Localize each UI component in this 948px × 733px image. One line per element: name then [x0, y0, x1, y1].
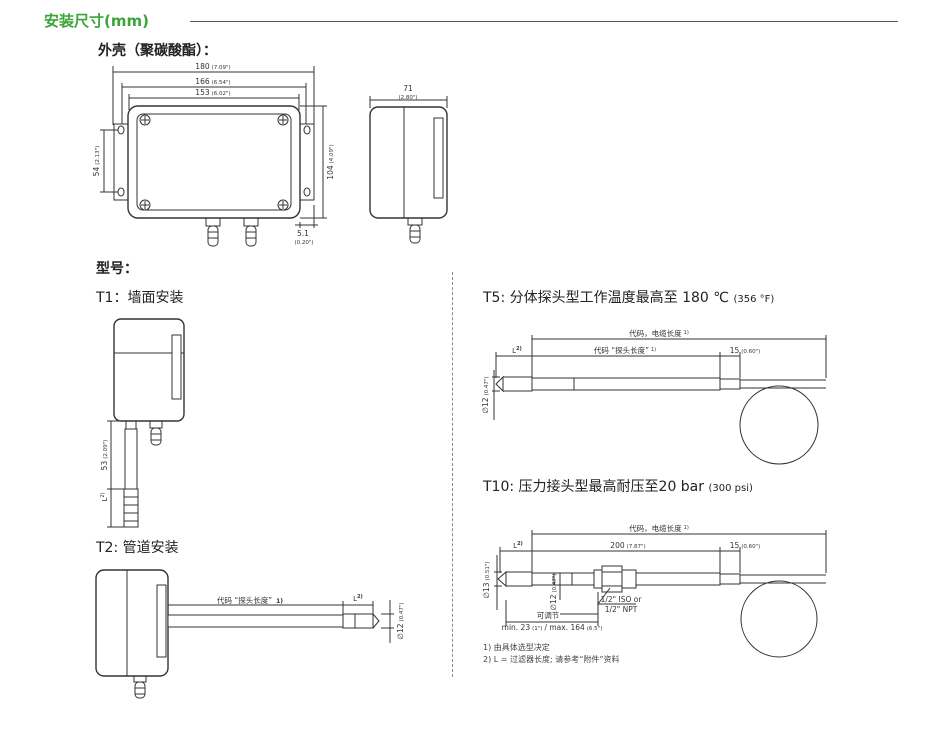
- t10-dia13-in: (0.51"): [485, 561, 491, 580]
- t2-probe-code: 代码 “探头长度”: [217, 595, 272, 605]
- dim-5-1-in: (0.20"): [294, 240, 313, 246]
- dim-54-in: (2.13"): [95, 146, 101, 165]
- dim-104: 104: [326, 165, 335, 180]
- svg-text:15(0.60"): 15(0.60"): [730, 541, 761, 550]
- t5-title: T5: 分体探头型工作温度最高至 180 ℃ (356 °F): [483, 287, 774, 307]
- dim-153: 153: [195, 88, 210, 97]
- section-title: 安装尺寸(mm): [44, 12, 149, 30]
- housing-heading: 外壳（聚碳酸酯）：: [98, 43, 217, 59]
- dim-71: 71: [403, 84, 413, 93]
- t10-title-text: T10: 压力接头型最高耐压至20 bar: [483, 479, 705, 495]
- t5-title-text: T5: 分体探头型工作温度最高至 180 ℃: [483, 290, 729, 306]
- t10-dim-15-in: (0.60"): [741, 544, 760, 550]
- svg-text:∅12(0.47"): ∅12 (0.47"): [549, 573, 558, 610]
- svg-text:53(2.09"): 53 (2.09"): [100, 440, 109, 471]
- svg-text:180(7.09"): 180(7.09"): [195, 62, 230, 71]
- t2-dia-in: (0.47"): [399, 602, 405, 621]
- dim-153-in: (6.02"): [212, 91, 231, 97]
- t10-min-in: (1"): [532, 626, 542, 632]
- t5-probe-code: 代码 “探头长度”: [594, 345, 649, 355]
- svg-text:166(6.54"): 166(6.54"): [195, 77, 230, 86]
- t1-l-label: L: [101, 498, 109, 502]
- t10-dim-15: 15: [730, 541, 740, 550]
- t10-dia12-in: (0.47"): [552, 573, 558, 592]
- t10-l-sup: 2): [517, 541, 523, 547]
- svg-text:L2): L2): [100, 492, 109, 501]
- svg-text:200(7.87"): 200(7.87"): [610, 541, 645, 550]
- models-heading: 型号：: [96, 261, 138, 277]
- dim-166: 166: [195, 77, 210, 86]
- svg-text:L2): L2): [513, 541, 523, 550]
- t10-max-in: (6.5"): [587, 626, 603, 632]
- footnote-2: 2) L = 过滤器长度; 请参考“附件”资料: [483, 655, 620, 664]
- dim-180-in: (7.09"): [212, 65, 231, 71]
- svg-text:104(4.09"): 104 (4.09"): [326, 144, 335, 179]
- t5-cable-code: 代码，电缆长度: [629, 328, 682, 338]
- dim-71-in: (2.80"): [398, 95, 417, 101]
- svg-text:L2): L2): [353, 594, 363, 603]
- t5-dim-15-in: (0.60"): [741, 349, 760, 355]
- t10-thread-1: 1/2" ISO or: [601, 595, 643, 604]
- t1-l-sup: 2): [100, 492, 106, 497]
- svg-text:54(2.13"): 54 (2.13"): [92, 146, 101, 177]
- svg-text:代码 “探头长度”1): 代码 “探头长度”1): [594, 345, 656, 355]
- t5-dim-15: 15: [730, 346, 740, 355]
- t2-dia: ∅12: [396, 623, 405, 639]
- svg-text:L2): L2): [512, 346, 522, 355]
- t5-cable-sup: 1): [684, 330, 689, 336]
- t10-title-small: (300 psi): [708, 483, 753, 494]
- t5-l-label: L: [512, 347, 516, 355]
- t10-dim-200-in: (7.87"): [627, 544, 646, 550]
- t2-probe-sup: 1): [276, 598, 283, 605]
- dim-104-in: (4.09"): [329, 144, 335, 163]
- t10-dia12: ∅12: [549, 594, 558, 610]
- svg-text:15(0.60"): 15(0.60"): [730, 346, 761, 355]
- svg-text:∅12(0.47"): ∅12 (0.47"): [481, 376, 490, 413]
- t5-l-sup: 2): [516, 346, 522, 352]
- dim-166-in: (6.54"): [212, 80, 231, 86]
- t1-title: T1：墙面安装: [96, 290, 184, 306]
- t10-l-label: L: [513, 542, 517, 550]
- t10-dim-200: 200: [610, 541, 625, 550]
- t10-adjustable: 可调节: [537, 611, 560, 620]
- t10-cable-code: 代码，电缆长度: [629, 523, 682, 533]
- t10-min: min. 23: [502, 623, 531, 632]
- t2-l-label: L: [353, 595, 357, 603]
- dim-180: 180: [195, 62, 210, 71]
- t5-dia: ∅12: [481, 397, 490, 413]
- svg-text:min. 23(1")/ max. 164(6.5"): min. 23(1")/ max. 164(6.5"): [502, 623, 603, 632]
- column-separator: [452, 272, 453, 677]
- title-rule: [190, 21, 898, 22]
- t5-dia-in: (0.47"): [484, 376, 490, 395]
- svg-text:∅12(0.47"): ∅12 (0.47"): [396, 602, 405, 639]
- footnote-1: 1) 由具体选型决定: [483, 643, 550, 652]
- t2-title: T2: 管道安装: [96, 540, 179, 556]
- t10-dia13: ∅13: [482, 582, 491, 598]
- dim-5-1: 5.1: [297, 229, 309, 238]
- t5-probe-sup: 1): [651, 347, 656, 353]
- svg-text:∅13(0.51"): ∅13 (0.51"): [482, 561, 491, 598]
- t10-title: T10: 压力接头型最高耐压至20 bar (300 psi): [483, 476, 753, 496]
- t10-max: / max. 164: [544, 623, 585, 632]
- t10-cable-sup: 1): [684, 525, 689, 531]
- t5-title-small: (356 °F): [733, 294, 775, 305]
- t1-dim-53-in: (2.09"): [103, 440, 109, 459]
- dim-54: 54: [92, 167, 101, 177]
- svg-text:153(6.02"): 153(6.02"): [195, 88, 230, 97]
- svg-text:代码 “探头长度”1): 代码 “探头长度” 1): [217, 595, 283, 605]
- t2-l-sup: 2): [357, 594, 363, 600]
- t1-dim-53: 53: [100, 461, 109, 471]
- t10-thread-2: 1/2" NPT: [605, 605, 638, 614]
